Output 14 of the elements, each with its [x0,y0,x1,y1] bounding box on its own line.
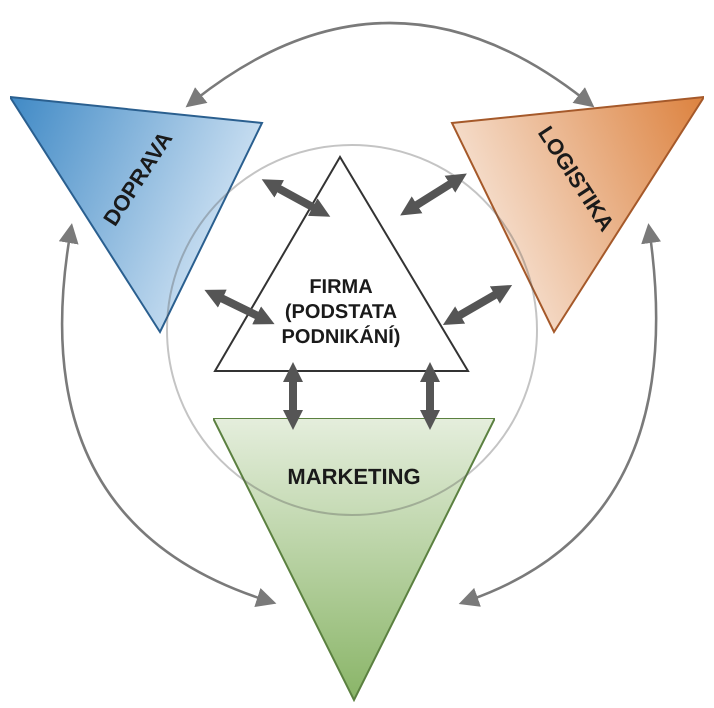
triangle-shape [213,418,495,702]
node-label: FIRMA (PODSTATA PODNIKÁNÍ) [280,275,402,350]
double-arrow [59,223,276,607]
node-label: MARKETING [286,463,422,490]
double-arrow [283,362,303,430]
double-arrow [442,285,512,325]
double-arrow [185,22,595,108]
double-arrow [420,362,440,430]
triangle-shape [10,95,265,335]
double-arrow [458,223,661,606]
double-arrow [262,179,330,217]
double-arrow [204,290,275,324]
double-arrow [400,174,467,216]
triangle-shape [213,155,470,373]
